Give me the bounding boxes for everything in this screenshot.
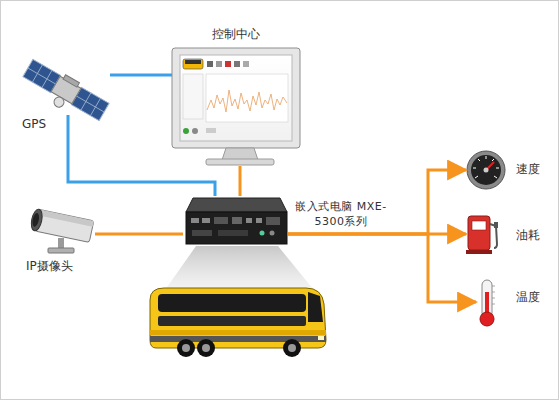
fuel-node: 油耗 [466, 212, 500, 256]
embedded-computer-icon [186, 198, 287, 244]
node-label: GPS [22, 117, 46, 132]
computer-node: 嵌入式电脑 MXE-5300系列 [183, 196, 288, 246]
ip-camera-icon [30, 208, 94, 253]
node-label: 嵌入式电脑 MXE-5300系列 [291, 199, 391, 229]
fuel-pump-icon [466, 216, 498, 254]
connector-line [110, 74, 172, 77]
node-label: 温度 [516, 290, 540, 305]
control-center-node: 控制中心 [172, 48, 300, 166]
temperature-node: 温度 [476, 276, 498, 328]
node-label: 控制中心 [212, 27, 260, 42]
speed-node: 速度 [466, 150, 506, 190]
connector-line [288, 170, 466, 234]
speedometer-icon [467, 151, 505, 189]
gps-node: GPS [25, 60, 110, 115]
monitor-icon [172, 48, 300, 165]
node-label: 速度 [516, 162, 540, 177]
node-label: 油耗 [516, 228, 540, 243]
connector-line [239, 166, 242, 196]
node-label: IP摄像头 [26, 259, 73, 274]
thermometer-icon [480, 280, 495, 326]
connector-line [68, 115, 215, 196]
bus-illustration [150, 288, 326, 357]
camera-node: IP摄像头 [22, 205, 95, 255]
connector-line [288, 234, 476, 302]
connector-line [95, 233, 183, 236]
